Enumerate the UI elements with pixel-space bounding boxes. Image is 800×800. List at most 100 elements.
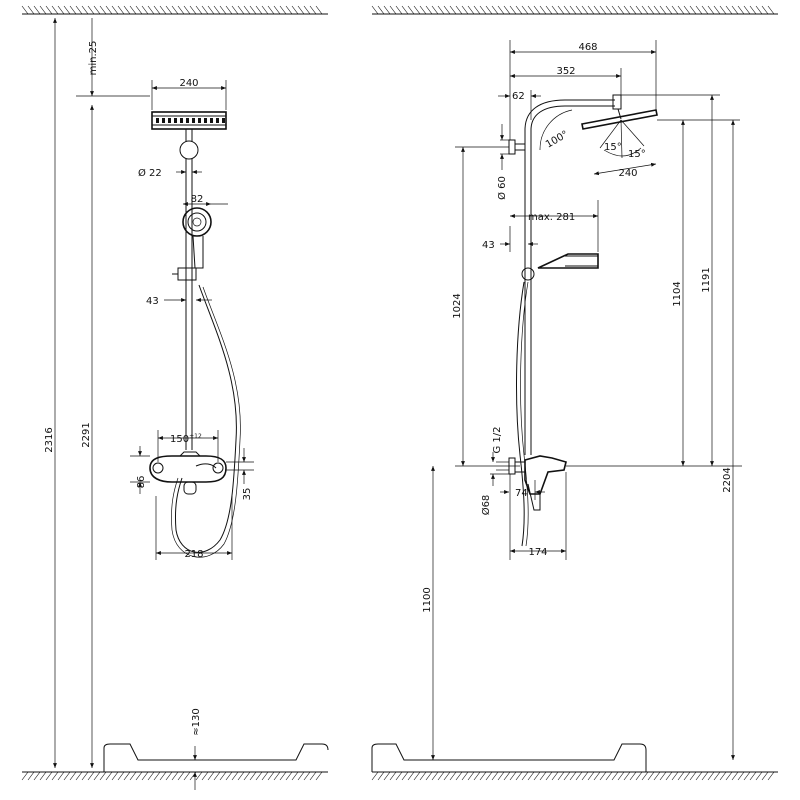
hatch-stroke xyxy=(153,5,161,15)
hatch-stroke xyxy=(437,5,445,15)
hatch-stroke xyxy=(27,771,35,781)
dim-468: 468 xyxy=(578,42,597,53)
hatch-stroke xyxy=(407,5,415,15)
hatch-stroke xyxy=(383,771,391,781)
hatch-stroke xyxy=(551,771,559,781)
floor-right xyxy=(371,771,778,781)
hatch-stroke xyxy=(515,771,523,781)
ceiling-right xyxy=(371,5,778,15)
hatch-stroke xyxy=(701,5,709,15)
hatch-stroke xyxy=(419,771,427,781)
hatch-stroke xyxy=(485,5,493,15)
overhead-nozzles xyxy=(156,118,225,123)
hatch-stroke xyxy=(617,771,625,781)
hatch-stroke xyxy=(491,5,499,15)
hatch-stroke xyxy=(563,5,571,15)
nozzle xyxy=(180,118,183,123)
hatch-stroke xyxy=(117,771,125,781)
dim-240-side: 240 xyxy=(618,168,637,179)
hatch-stroke xyxy=(497,771,505,781)
floor-hatching-right xyxy=(371,771,775,781)
hatch-stroke xyxy=(147,5,155,15)
dim-g-half: G 1/2 xyxy=(492,426,503,453)
hatch-stroke xyxy=(63,5,71,15)
hatch-stroke xyxy=(677,5,685,15)
hatch-stroke xyxy=(731,5,739,15)
hatch-stroke xyxy=(725,771,733,781)
hatch-stroke xyxy=(593,5,601,15)
hatch-stroke xyxy=(195,5,203,15)
hatch-stroke xyxy=(213,5,221,15)
hatch-stroke xyxy=(129,5,137,15)
hatch-stroke xyxy=(755,771,763,781)
hatch-stroke xyxy=(69,5,77,15)
dim-2204: 2204 xyxy=(722,467,733,492)
hatch-stroke xyxy=(461,5,469,15)
shower-tray-left xyxy=(103,743,329,772)
hatch-stroke xyxy=(581,771,589,781)
hatch-stroke xyxy=(521,771,529,781)
hatch-stroke xyxy=(219,771,227,781)
hatch-stroke xyxy=(183,5,191,15)
dim-diameter-22: Ø 22 xyxy=(138,167,162,179)
hatch-stroke xyxy=(279,771,287,781)
wall-bracket-top xyxy=(508,139,516,155)
dim-100-degree: 100° xyxy=(544,129,570,151)
hatch-stroke xyxy=(575,5,583,15)
hatch-stroke xyxy=(371,5,379,15)
hatch-stroke xyxy=(303,5,311,15)
hatch-stroke xyxy=(225,5,233,15)
hatch-stroke xyxy=(677,771,685,781)
dim-150-value: 150 xyxy=(170,434,189,445)
hatch-stroke xyxy=(377,771,385,781)
slider-holder-front xyxy=(177,267,197,281)
hatch-stroke xyxy=(629,771,637,781)
hatch-stroke xyxy=(767,771,775,781)
hatch-stroke xyxy=(401,5,409,15)
hatch-stroke xyxy=(431,5,439,15)
ceiling-hatching-left xyxy=(21,5,323,15)
hatch-stroke xyxy=(183,771,191,781)
hatch-stroke xyxy=(407,771,415,781)
nozzle xyxy=(174,118,177,123)
hatch-stroke xyxy=(623,771,631,781)
hatch-stroke xyxy=(671,771,679,781)
hatch-stroke xyxy=(545,5,553,15)
hatch-stroke xyxy=(171,5,179,15)
hatch-stroke xyxy=(599,771,607,781)
dim-15-right: 15° xyxy=(628,149,646,160)
hatch-stroke xyxy=(689,5,697,15)
dim-150-tolerance: ±12 xyxy=(189,433,202,440)
hatch-stroke xyxy=(213,771,221,781)
ceiling-left xyxy=(21,5,328,15)
nozzle xyxy=(156,118,159,123)
hatch-stroke xyxy=(695,5,703,15)
hatch-stroke xyxy=(231,5,239,15)
dim-43-front: 43 xyxy=(146,296,159,307)
hatch-stroke xyxy=(395,771,403,781)
hatch-stroke xyxy=(737,771,745,781)
hatch-stroke xyxy=(485,771,493,781)
hatch-stroke xyxy=(569,771,577,781)
hatch-stroke xyxy=(389,771,397,781)
hatch-stroke xyxy=(533,5,541,15)
hatch-stroke xyxy=(545,771,553,781)
hatch-stroke xyxy=(629,5,637,15)
hatch-stroke xyxy=(401,771,409,781)
hatch-stroke xyxy=(515,5,523,15)
hatch-stroke xyxy=(69,771,77,781)
nozzle xyxy=(204,118,207,123)
hatch-stroke xyxy=(159,5,167,15)
hand-shower-side xyxy=(537,253,599,269)
hatch-stroke xyxy=(665,5,673,15)
hatch-stroke xyxy=(237,771,245,781)
hatch-stroke xyxy=(81,5,89,15)
arm-joint-front xyxy=(179,140,199,160)
hatch-stroke xyxy=(171,771,179,781)
hatch-stroke xyxy=(455,5,463,15)
hatch-stroke xyxy=(527,771,535,781)
hatch-stroke xyxy=(395,5,403,15)
hatch-stroke xyxy=(243,5,251,15)
hatch-stroke xyxy=(461,771,469,781)
hatch-stroke xyxy=(443,771,451,781)
